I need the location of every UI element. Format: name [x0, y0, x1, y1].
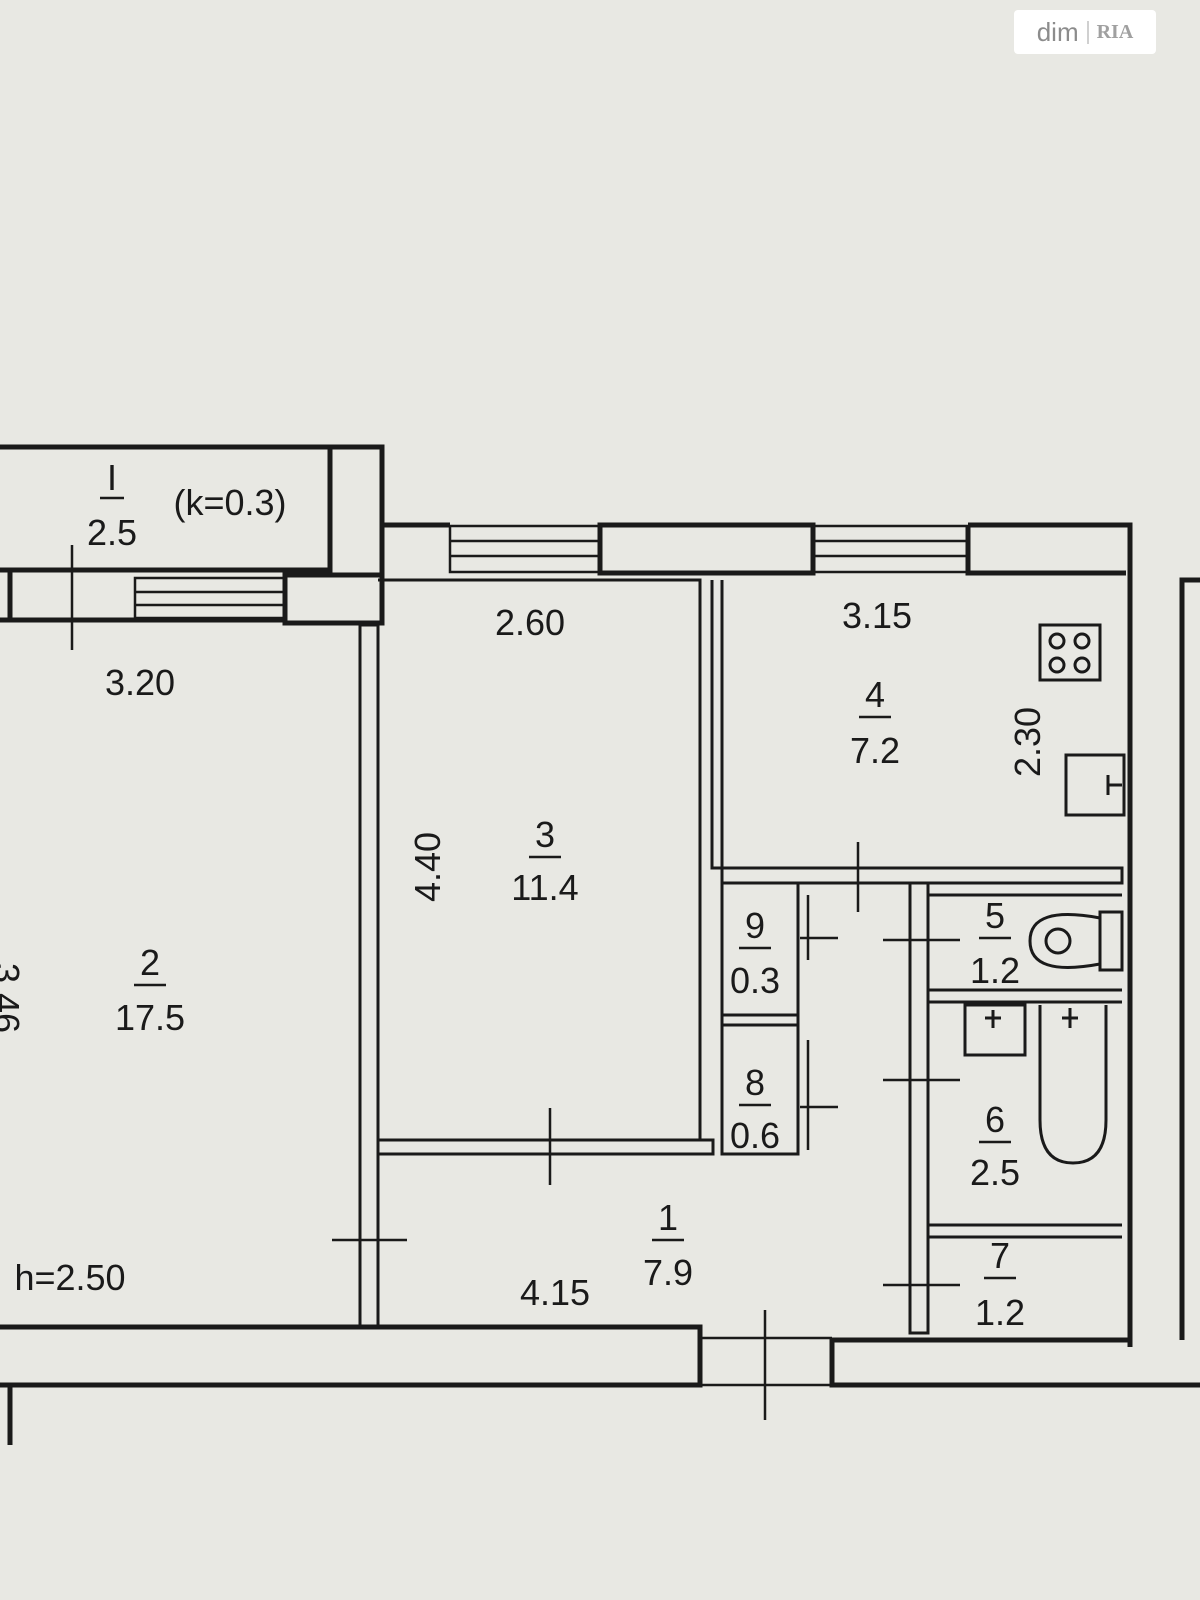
room-label-9: 9 0.3 [730, 905, 780, 1001]
svg-text:1.2: 1.2 [975, 1292, 1025, 1333]
stove-icon [1038, 623, 1102, 682]
svg-text:7.9: 7.9 [643, 1252, 693, 1293]
room-label-5: 5 1.2 [970, 895, 1020, 991]
ceiling-height: h=2.50 [14, 1257, 125, 1298]
svg-text:I: I [107, 457, 117, 498]
svg-text:2.5: 2.5 [970, 1152, 1020, 1193]
svg-text:1: 1 [658, 1197, 678, 1238]
balcony-walls [0, 444, 450, 650]
bathtub-icon [1038, 1005, 1108, 1165]
dimria-logo: dim RIA [1014, 10, 1156, 54]
svg-text:1.2: 1.2 [970, 950, 1020, 991]
dim-room2-depth: 3.46 [0, 963, 27, 1033]
svg-text:2: 2 [140, 942, 160, 983]
room-label-2: 2 17.5 [115, 942, 185, 1038]
svg-text:7: 7 [990, 1235, 1010, 1276]
room-label-3: 3 11.4 [511, 814, 578, 908]
door-markers [332, 842, 960, 1420]
room-label-6: 6 2.5 [970, 1099, 1020, 1193]
svg-text:7.2: 7.2 [850, 730, 900, 771]
logo-dim-text: dim [1036, 16, 1079, 47]
logo-ria-text: RIA [1086, 20, 1133, 44]
svg-text:3: 3 [535, 814, 555, 855]
dim-room4-depth: 2.30 [1007, 707, 1048, 777]
kitchen-sink-icon [1064, 753, 1126, 817]
svg-text:9: 9 [745, 905, 765, 946]
washbasin-icon [963, 1003, 1027, 1057]
dim-hall-length: 4.15 [520, 1272, 590, 1313]
dim-room4-width: 3.15 [842, 595, 912, 636]
room-label-1: 1 7.9 [643, 1197, 693, 1293]
svg-text:0.3: 0.3 [730, 960, 780, 1001]
svg-text:5: 5 [985, 895, 1005, 936]
dim-room3-depth: 4.40 [407, 832, 448, 902]
room-label-8: 8 0.6 [730, 1062, 780, 1156]
toilet-icon [1028, 910, 1124, 972]
room-label-4: 4 7.2 [850, 674, 900, 771]
balcony-coefficient: (k=0.3) [173, 482, 286, 523]
dim-room2-width: 3.20 [105, 662, 175, 703]
svg-text:0.6: 0.6 [730, 1115, 780, 1156]
svg-text:4: 4 [865, 674, 885, 715]
svg-text:11.4: 11.4 [511, 867, 578, 908]
room-label-balcony: I 2.5 (k=0.3) [87, 457, 287, 553]
svg-text:2.5: 2.5 [87, 512, 137, 553]
svg-text:8: 8 [745, 1062, 765, 1103]
windows [133, 524, 970, 620]
svg-text:17.5: 17.5 [115, 997, 185, 1038]
dim-room3-width: 2.60 [495, 602, 565, 643]
bottom-exterior-wall [0, 1324, 1200, 1445]
room-label-7: 7 1.2 [975, 1235, 1025, 1333]
svg-text:6: 6 [985, 1099, 1005, 1140]
